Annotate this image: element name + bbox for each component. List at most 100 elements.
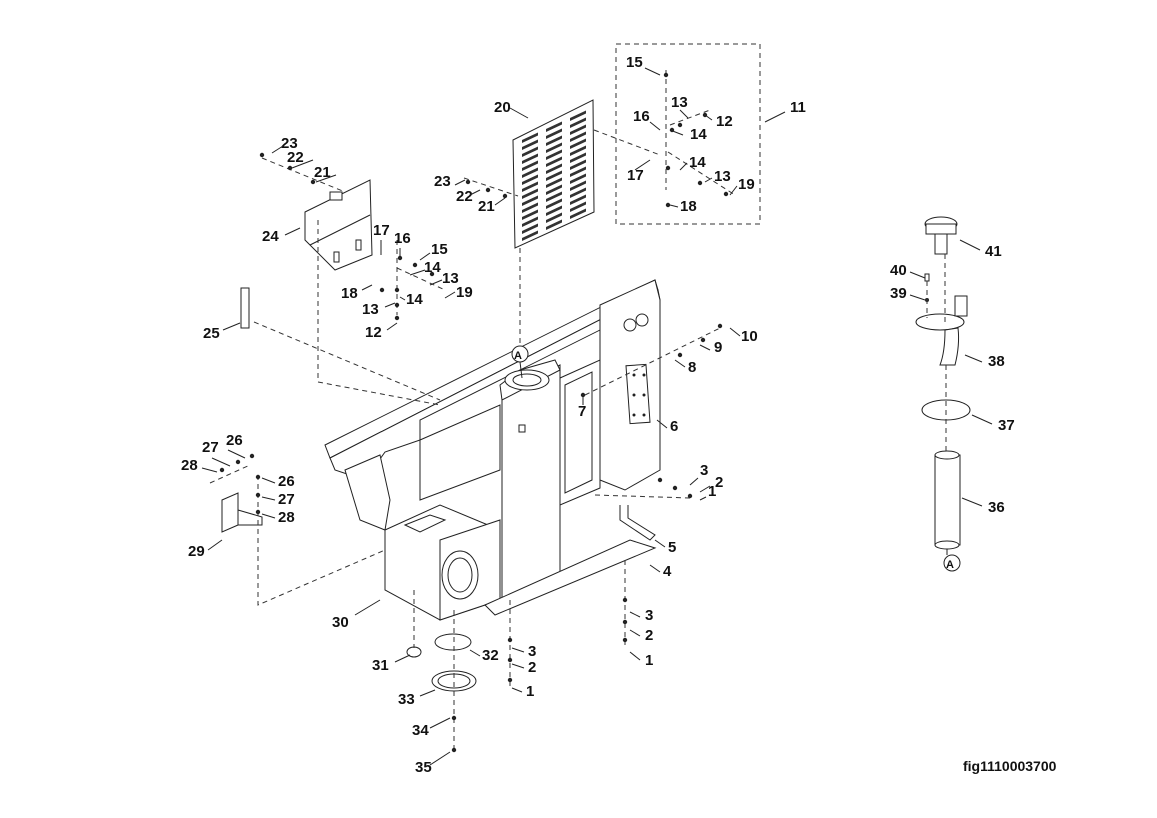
leader-line <box>207 539 223 551</box>
callout-12: 12 <box>365 324 382 341</box>
callout-6: 6 <box>670 418 678 435</box>
leader-line <box>454 179 466 186</box>
svg-text:A: A <box>514 350 522 362</box>
leader-line <box>211 457 231 467</box>
fastener <box>451 715 457 721</box>
hardware <box>219 72 729 753</box>
fastener <box>429 271 435 277</box>
callout-9: 9 <box>714 339 722 356</box>
fastener <box>657 477 663 483</box>
grille-slot <box>546 149 562 160</box>
grille-slot <box>522 153 538 164</box>
leader-line <box>669 204 679 208</box>
fastener <box>622 597 628 603</box>
leader-line <box>764 111 786 123</box>
grille-slot <box>522 209 538 220</box>
grille-slot <box>570 131 586 143</box>
callout-14: 14 <box>689 154 706 171</box>
callout-14: 14 <box>690 126 707 143</box>
filter-assembly: A <box>915 216 971 572</box>
fastener <box>394 302 400 308</box>
callout-20: 20 <box>494 99 511 116</box>
leader-line <box>729 327 741 337</box>
grille-slot <box>546 142 562 153</box>
grille-slot <box>522 230 538 241</box>
grille-slot <box>522 195 538 206</box>
leader-line <box>469 649 481 657</box>
grille-slot <box>522 139 538 150</box>
leader-line <box>271 145 284 154</box>
grille-slot <box>570 138 586 150</box>
fastener <box>451 747 457 753</box>
bracket-25 <box>240 287 250 329</box>
leader-line <box>361 284 373 291</box>
leader-line <box>699 496 707 501</box>
callout-2: 2 <box>645 627 653 644</box>
leader-line <box>679 162 688 171</box>
callout-39: 39 <box>890 285 907 302</box>
grille-slot <box>522 188 538 199</box>
fastener <box>255 509 261 515</box>
grille-slot <box>570 152 586 164</box>
fastener <box>219 467 225 473</box>
leader-line <box>971 414 993 425</box>
leader-line <box>699 344 711 351</box>
detail-box-11 <box>615 43 761 225</box>
grille-slot <box>570 180 586 192</box>
callout-33: 33 <box>398 691 415 708</box>
figure-id: fig1110003700 <box>963 758 1057 774</box>
grille-slot <box>570 187 586 199</box>
leader-line <box>399 296 406 301</box>
callout-28: 28 <box>181 457 198 474</box>
callout-21: 21 <box>478 198 495 215</box>
grille-slot <box>570 166 586 178</box>
fastener <box>255 492 261 498</box>
leader-line <box>222 322 241 331</box>
fastener <box>507 657 513 663</box>
callout-7: 7 <box>578 403 586 420</box>
fastener <box>249 453 255 459</box>
callout-8: 8 <box>688 359 696 376</box>
callout-36: 36 <box>988 499 1005 516</box>
grille-slot <box>546 121 562 132</box>
o-ring-32 <box>434 633 472 651</box>
leader-line <box>509 107 529 119</box>
fastener <box>394 287 400 293</box>
callout-14: 14 <box>424 259 441 276</box>
callout-26: 26 <box>226 432 243 449</box>
leader-line <box>201 467 218 473</box>
leader-line <box>704 177 713 183</box>
leader-line <box>674 359 686 368</box>
fastener <box>665 202 671 208</box>
fastener <box>235 459 241 465</box>
grille-slot <box>570 194 586 206</box>
leader-line <box>261 477 276 484</box>
callout-40: 40 <box>890 262 907 279</box>
leader-line <box>394 654 411 663</box>
fastener <box>287 165 293 171</box>
callout-2: 2 <box>528 659 536 676</box>
leader-line <box>629 611 641 618</box>
leader-line <box>429 751 451 766</box>
leader-line <box>429 717 451 729</box>
callout-19: 19 <box>738 176 755 193</box>
leader-line <box>261 513 276 519</box>
leader-line <box>429 279 443 286</box>
leader-line <box>494 197 506 206</box>
fastener <box>485 187 491 193</box>
leader-line <box>959 239 981 251</box>
grille-slot <box>546 219 562 230</box>
callout-18: 18 <box>341 285 358 302</box>
fastener <box>465 179 471 185</box>
callout-26: 26 <box>278 473 295 490</box>
grille-slot <box>522 174 538 185</box>
leader-line <box>409 269 426 276</box>
callout-23: 23 <box>434 173 451 190</box>
callout-21: 21 <box>314 164 331 181</box>
grille-slot <box>522 223 538 234</box>
leader-line <box>704 114 713 121</box>
callout-34: 34 <box>412 722 429 739</box>
fastener <box>677 122 683 128</box>
callout-19: 19 <box>456 284 473 301</box>
